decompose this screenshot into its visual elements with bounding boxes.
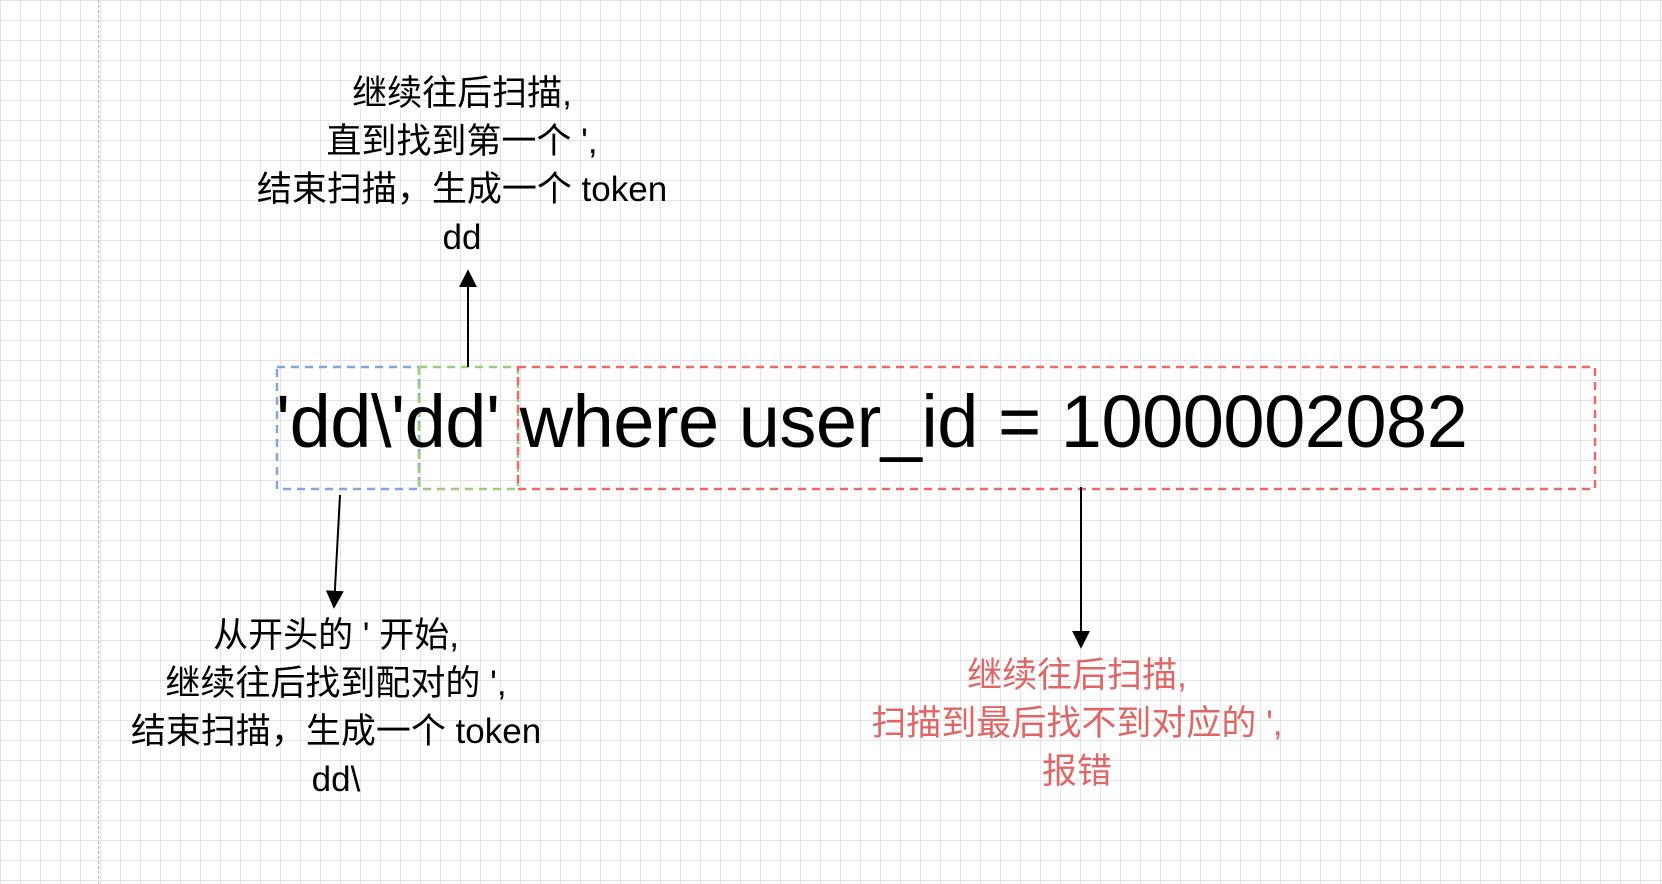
- token1-text: 'dd\': [276, 380, 405, 463]
- annotation-top-line-1: 继续往后扫描,: [352, 74, 572, 113]
- annotation-top: 继续往后扫描, 直到找到第一个 ', 结束扫描，生成一个 token dd: [212, 70, 712, 262]
- annotation-bottom-right-line-3: 报错: [1041, 752, 1112, 791]
- rest-box[interactable]: [516, 365, 1597, 491]
- annotation-top-line-2: 直到找到第一个 ',: [326, 122, 598, 161]
- annotation-bottom-left-line-4: dd\: [311, 760, 361, 799]
- annotation-bottom-right-line-1: 继续往后扫描,: [967, 656, 1187, 695]
- annotation-top-line-4: dd: [442, 218, 482, 257]
- annotation-bottom-left: 从开头的 ' 开始, 继续往后找到配对的 ', 结束扫描，生成一个 token …: [86, 612, 586, 804]
- rest-text: where user_id = 1000002082: [499, 380, 1468, 463]
- token2-text: dd': [404, 380, 500, 463]
- sql-expression: 'dd\'dd' where user_id = 1000002082: [276, 372, 1468, 472]
- annotation-bottom-right-line-2: 扫描到最后找不到对应的 ',: [871, 704, 1283, 743]
- annotation-bottom-right: 继续往后扫描, 扫描到最后找不到对应的 ', 报错: [777, 652, 1377, 796]
- page-guide: [98, 0, 99, 884]
- annotation-bottom-left-line-2: 继续往后找到配对的 ',: [165, 664, 507, 703]
- annotation-bottom-left-line-3: 结束扫描，生成一个 token: [130, 712, 542, 751]
- arrow-bottom-left[interactable]: [325, 494, 344, 609]
- annotation-top-line-3: 结束扫描，生成一个 token: [256, 170, 668, 209]
- annotation-bottom-left-line-1: 从开头的 ' 开始,: [213, 616, 459, 655]
